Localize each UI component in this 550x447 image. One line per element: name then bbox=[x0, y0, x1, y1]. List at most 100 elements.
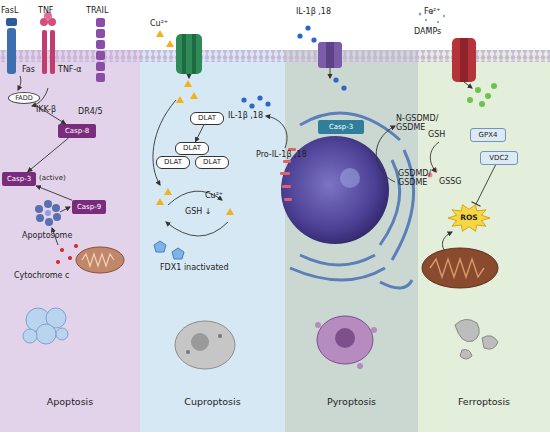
text-label: Pro-IL-1β ,18 bbox=[256, 151, 307, 160]
mitochondrion bbox=[422, 248, 498, 288]
apoptosis-panel: ApoptosisFADDCasp-8Casp-3(active)Casp-9 bbox=[0, 50, 140, 432]
panel-title: Pyroptosis bbox=[285, 396, 418, 407]
ros-burst: ROS bbox=[448, 204, 490, 232]
pyroptotic-cell bbox=[335, 328, 355, 348]
tnf-receptor bbox=[50, 30, 55, 74]
cytochrome-c bbox=[74, 244, 78, 248]
trail-receptor bbox=[96, 62, 105, 71]
apoptosome bbox=[35, 205, 43, 213]
pyroptotic-cell bbox=[317, 316, 373, 364]
node-label: VDC2 bbox=[489, 155, 509, 162]
burst-shape bbox=[448, 205, 490, 232]
node-label: DLAT bbox=[183, 145, 201, 152]
interleukin-dots bbox=[297, 33, 302, 38]
apoptosome bbox=[53, 213, 61, 221]
trail-receptor bbox=[96, 51, 105, 60]
apoptosome bbox=[36, 214, 44, 222]
nucleus bbox=[340, 168, 360, 188]
dlat-box: DLAT bbox=[175, 142, 209, 155]
cuproptotic-cell bbox=[175, 321, 235, 369]
panel-title: Ferroptosis bbox=[418, 396, 550, 407]
text-label: IKK-β bbox=[36, 106, 56, 115]
mitochondrion bbox=[422, 248, 498, 288]
trail-receptor bbox=[96, 73, 105, 82]
iron-channel bbox=[460, 38, 468, 82]
caspase-box: Casp-8 bbox=[58, 124, 96, 138]
text-label: N-GSDMD/ GSDME bbox=[396, 115, 442, 133]
mitochondrion bbox=[76, 247, 124, 273]
text-label: FasL bbox=[1, 7, 18, 16]
damps-dots bbox=[443, 15, 445, 17]
text-label: GSDMD/ GSDME bbox=[398, 170, 444, 188]
cytochrome-c bbox=[56, 260, 60, 264]
fas-receptor bbox=[6, 18, 17, 74]
apoptotic-cell bbox=[56, 328, 68, 340]
text-label: Apoptosome bbox=[22, 232, 72, 241]
fas-receptor bbox=[7, 28, 16, 74]
text-label: TNF-α bbox=[58, 66, 82, 75]
pyroptosis-pore bbox=[326, 42, 334, 68]
node-label: GPX4 bbox=[479, 132, 498, 139]
text-label: IL-1β ,18 bbox=[228, 112, 263, 121]
caspase-box: Casp-3 bbox=[318, 120, 364, 134]
damps-dots bbox=[437, 21, 439, 23]
node-label: DLAT bbox=[198, 115, 216, 122]
node-label: Casp-8 bbox=[65, 128, 89, 135]
iron-dots bbox=[475, 87, 481, 93]
copper-channel bbox=[176, 34, 202, 74]
cuproptotic-cell bbox=[175, 321, 235, 369]
protein-box: VDC2 bbox=[480, 151, 518, 165]
ferroptosis-panel: Ferroptosis GPX4VDC2ROS bbox=[418, 50, 550, 432]
chromatin bbox=[280, 172, 290, 175]
chromatin bbox=[282, 185, 291, 188]
interleukin-dots bbox=[305, 25, 310, 30]
apoptotic-cell bbox=[23, 329, 37, 343]
pyroptotic-cell bbox=[357, 363, 363, 369]
node-label: ROS bbox=[460, 214, 478, 222]
trail-receptor bbox=[96, 29, 105, 38]
cuproptotic-cell bbox=[218, 334, 222, 338]
text-label: IL-1β ,18 bbox=[296, 8, 331, 17]
node-label: Casp-3 bbox=[7, 176, 31, 183]
node-label: Casp-3 bbox=[329, 124, 353, 131]
iron-dots bbox=[491, 83, 497, 89]
text-label: TNF bbox=[38, 7, 53, 16]
text-label: GSH ↓ bbox=[185, 208, 212, 217]
mitochondrion bbox=[76, 247, 124, 273]
text-label: DR4/5 bbox=[78, 108, 103, 117]
cuproptotic-cell bbox=[191, 333, 209, 351]
apoptotic-cell bbox=[36, 324, 56, 344]
mitochondrion bbox=[82, 254, 114, 266]
iron-dots bbox=[479, 101, 485, 107]
text-label: Cu²⁺ bbox=[205, 192, 223, 201]
interleukin-dots bbox=[341, 85, 346, 90]
dlat-box: DLAT bbox=[190, 112, 224, 125]
damps-dots bbox=[425, 19, 427, 21]
enzyme-box: GPX4 bbox=[470, 128, 506, 142]
iron-dots bbox=[485, 93, 491, 99]
interleukin-dots bbox=[241, 97, 246, 102]
text-label: Fe²⁺ bbox=[424, 8, 441, 17]
interleukin-dots bbox=[311, 37, 316, 42]
text-label: Fas bbox=[22, 66, 35, 75]
state-label: (active) bbox=[39, 175, 66, 182]
apoptosome bbox=[52, 204, 60, 212]
text-label: GSSG bbox=[439, 178, 462, 187]
caspase-box: Casp-9 bbox=[72, 200, 106, 214]
apoptosome bbox=[45, 210, 51, 216]
cuproptosis-panel: CuproptosisDLATDLATDLATDLAT bbox=[140, 50, 285, 432]
interleukin-dots bbox=[265, 101, 270, 106]
interleukin-dots bbox=[257, 95, 262, 100]
pyroptotic-cell bbox=[315, 322, 321, 328]
iron-channel bbox=[452, 38, 476, 82]
copper-ions bbox=[166, 40, 174, 47]
iron-dots bbox=[467, 97, 473, 103]
node-label: FADD bbox=[15, 95, 33, 102]
mitochondrion bbox=[430, 259, 484, 277]
text-label: DAMPs bbox=[414, 28, 441, 37]
node-label: Casp-9 bbox=[77, 204, 101, 211]
cytochrome-c bbox=[60, 248, 64, 252]
chromatin bbox=[283, 160, 291, 163]
apoptotic-cell bbox=[23, 308, 68, 344]
